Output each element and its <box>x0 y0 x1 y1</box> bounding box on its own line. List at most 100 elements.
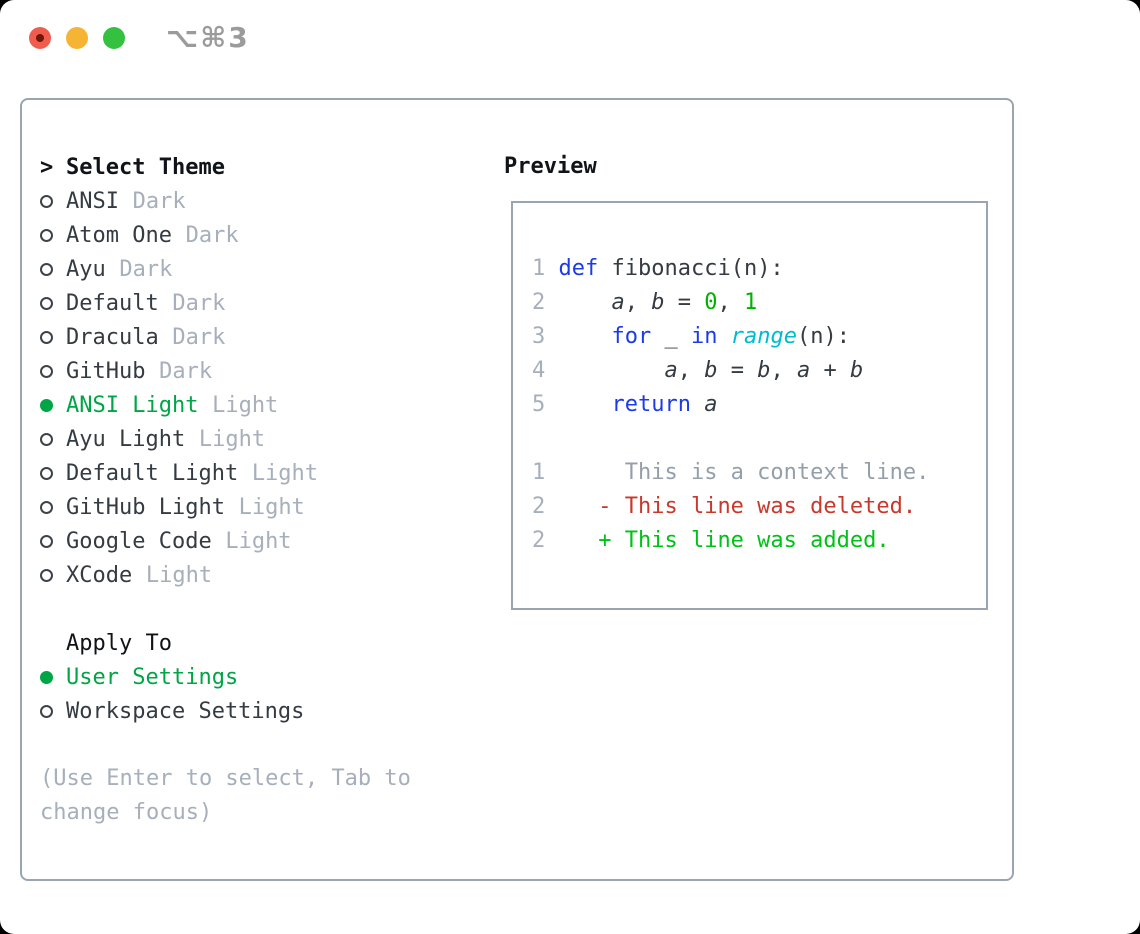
minimize-button[interactable] <box>66 27 88 49</box>
theme-name: Default <box>66 290 159 316</box>
close-button[interactable] <box>29 27 51 49</box>
line-number: 2 <box>532 494 559 519</box>
code-token-plain: b <box>757 358 771 383</box>
radio-selected-icon <box>40 398 53 412</box>
code-token-keyword: return <box>611 392 691 417</box>
code-token-keyword: for <box>611 324 652 349</box>
spacer <box>40 728 440 762</box>
radio-marker <box>40 330 66 344</box>
radio-marker <box>40 432 66 446</box>
radio-marker <box>40 568 66 582</box>
theme-variant-label: Light <box>212 392 279 418</box>
theme-item-default[interactable]: Default Dark <box>40 286 440 320</box>
theme-item-ayu[interactable]: Ayu Dark <box>40 252 440 286</box>
code-token-plain: fibonacci(n): <box>598 256 784 281</box>
radio-unselected-icon <box>40 704 53 718</box>
radio-marker <box>40 194 66 208</box>
radio-unselected-icon <box>40 466 53 480</box>
code-line: 2 - This line was deleted. <box>532 490 986 524</box>
radio-unselected-icon <box>40 228 53 242</box>
radio-marker <box>40 228 66 242</box>
apply-option-user-settings[interactable]: User Settings <box>40 660 440 694</box>
zoom-button[interactable] <box>103 27 125 49</box>
theme-name: ANSI Light <box>66 392 199 418</box>
code-token-plain: = <box>717 358 758 383</box>
radio-marker <box>40 262 66 276</box>
theme-name: GitHub Light <box>66 494 225 520</box>
code-line: 1 This is a context line. <box>532 456 986 490</box>
code-line: 5 return a <box>532 388 986 422</box>
titlebar: ⌥⌘3 <box>0 0 1140 98</box>
code-line: 1 def fibonacci(n): <box>532 252 986 286</box>
theme-name: Dracula <box>66 324 159 350</box>
theme-variant-label: Dark <box>132 188 186 214</box>
theme-variant-label: Light <box>238 494 305 520</box>
code-token-plain <box>559 392 612 417</box>
theme-item-xcode[interactable]: XCode Light <box>40 558 440 592</box>
theme-item-github-light[interactable]: GitHub Light Light <box>40 490 440 524</box>
theme-variant-label: Light <box>145 562 213 588</box>
code-token-plain: b <box>704 358 718 383</box>
apply-to-title: Apply To <box>66 630 172 656</box>
radio-unselected-icon <box>40 500 53 514</box>
apply-option-label: User Settings <box>66 664 239 690</box>
theme-variant-label: Dark <box>159 358 213 384</box>
code-token-plain: a <box>664 358 678 383</box>
radio-marker <box>40 296 66 310</box>
code-token-plain <box>559 324 612 349</box>
radio-marker <box>40 364 66 378</box>
code-line: 2 a, b = 0, 1 <box>532 286 986 320</box>
code-token-keyword: in <box>690 324 718 349</box>
code-blank-line <box>532 422 986 456</box>
theme-variant-label: Light <box>225 528 292 554</box>
theme-item-ansi-light[interactable]: ANSI Light Light <box>40 388 440 422</box>
select-theme-title: Select Theme <box>66 154 225 180</box>
radio-unselected-icon <box>40 330 53 344</box>
line-number: 1 <box>532 256 559 281</box>
prompt-marker: > <box>40 155 66 180</box>
radio-marker <box>40 670 66 684</box>
select-theme-header: > Select Theme <box>40 150 440 184</box>
prompt-caret-icon: > <box>40 154 54 180</box>
code-token-plain: b <box>651 290 665 315</box>
hint-text: (Use Enter to select, Tab to change focu… <box>40 766 411 825</box>
radio-unselected-icon <box>40 568 53 582</box>
theme-name: Ayu <box>66 256 106 282</box>
code-token-builtin: range <box>730 324 797 349</box>
theme-name: XCode <box>66 562 133 588</box>
code-token-plain: + <box>810 358 850 383</box>
code-token-plain: , <box>717 290 744 315</box>
line-number <box>532 426 545 451</box>
code-token-plain <box>559 358 665 383</box>
theme-variant-label: Dark <box>119 256 173 282</box>
code-token-plain: a <box>796 358 811 383</box>
radio-marker <box>40 466 66 480</box>
radio-marker <box>40 398 66 412</box>
preview-title: Preview <box>504 154 597 179</box>
line-number: 3 <box>532 324 559 349</box>
radio-unselected-icon <box>40 194 53 208</box>
line-number: 2 <box>532 528 559 553</box>
theme-name: Ayu Light <box>66 426 186 452</box>
theme-variant-label: Dark <box>172 290 226 316</box>
code-token-plain <box>691 392 704 417</box>
code-token-number: 1 <box>743 290 758 315</box>
apply-option-workspace-settings[interactable]: Workspace Settings <box>40 694 440 728</box>
radio-unselected-icon <box>40 534 53 548</box>
code-token-plain: = <box>664 290 705 315</box>
radio-selected-icon <box>40 670 53 684</box>
code-token-plain: b <box>849 358 864 383</box>
code-token-plain: , <box>677 358 705 383</box>
